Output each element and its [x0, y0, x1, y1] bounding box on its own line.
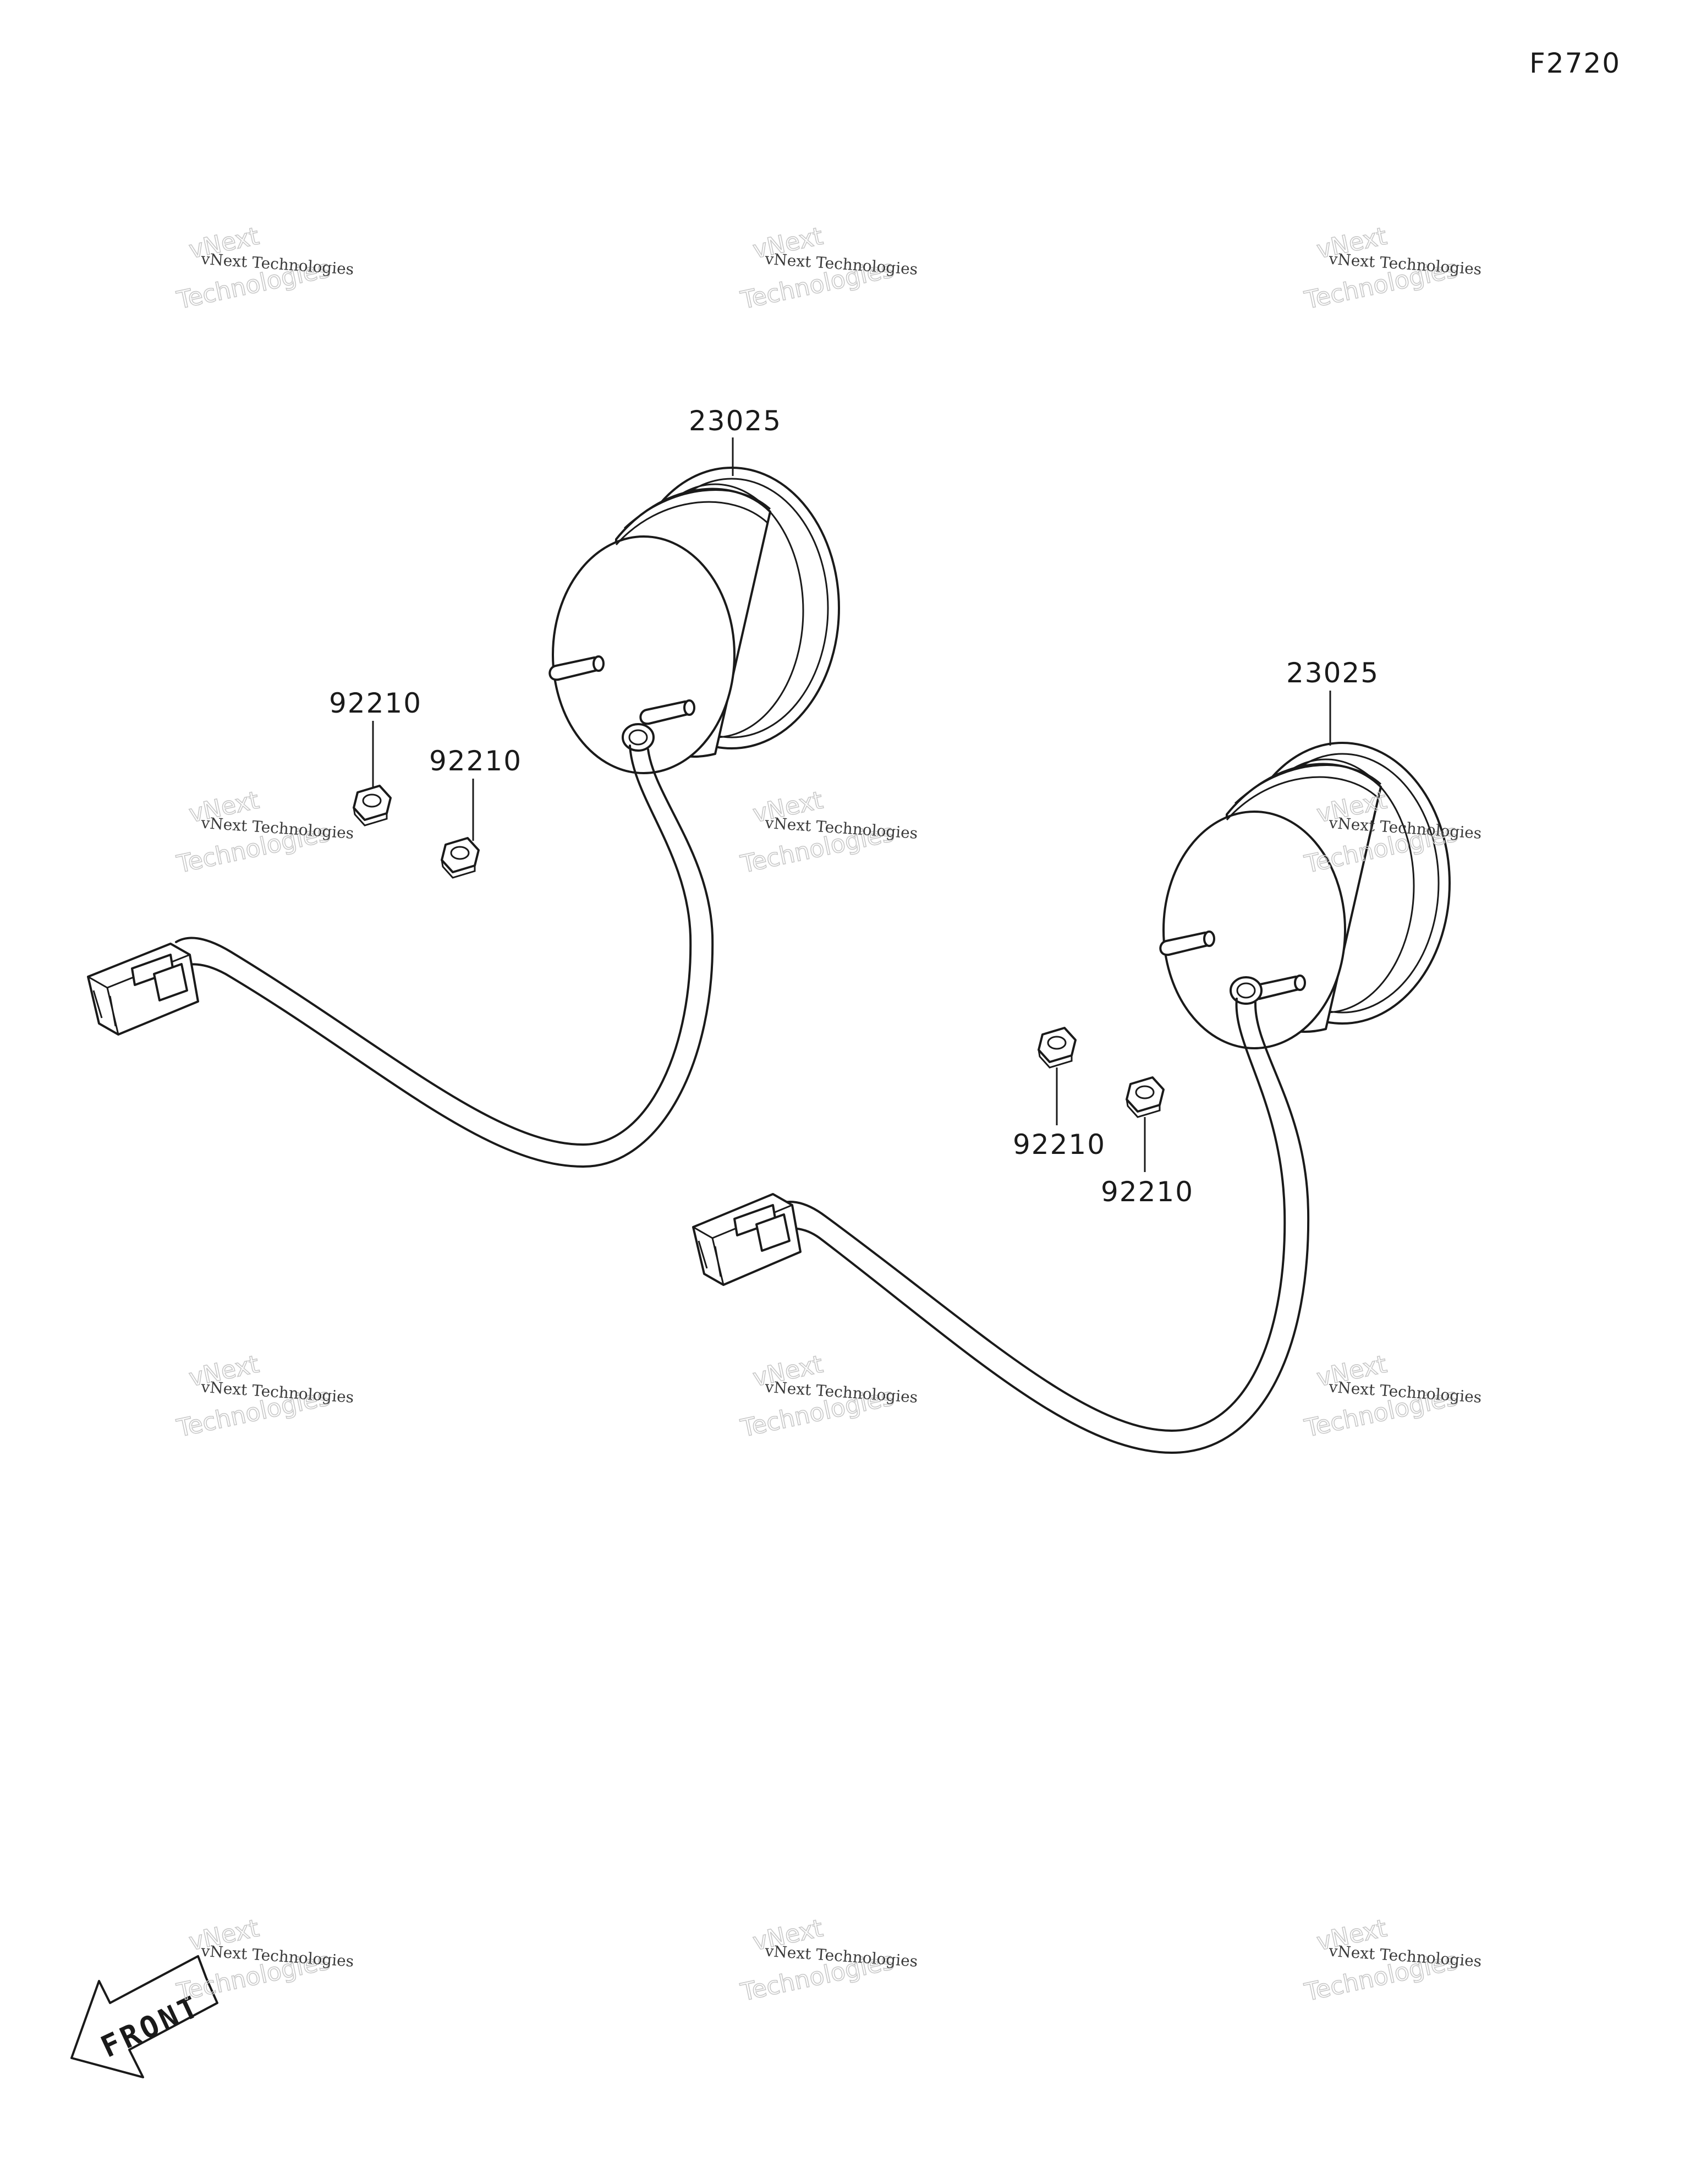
watermark: vNext Technologies vNext Technologies [174, 786, 355, 879]
watermark: vNext Technologies vNext Technologies [738, 222, 919, 315]
nut-left-b [441, 837, 480, 879]
watermark: vNext Technologies vNext Technologies [1302, 222, 1483, 315]
lamp-housing-left [552, 467, 840, 774]
nut-right-a [1038, 1027, 1077, 1069]
connector-left [87, 943, 199, 1036]
callout-lamp-right: 23025 [1286, 657, 1379, 689]
watermark: vNext Technologies vNext Technologies [1302, 1350, 1483, 1443]
watermark-grid: vNext Technologies vNext Technologies vN… [174, 222, 1483, 2007]
watermark: vNext Technologies vNext Technologies [738, 1350, 919, 1443]
nut-left-a [353, 785, 392, 826]
callout-nut-right-a: 92210 [1013, 1129, 1106, 1161]
watermark: vNext Technologies vNext Technologies [174, 1350, 355, 1443]
callout-nut-left-a: 92210 [329, 687, 422, 719]
lamp-pins-right [1159, 930, 1306, 1000]
watermark: vNext Technologies vNext Technologies [174, 1914, 355, 2007]
callout-nut-left-b: 92210 [429, 745, 522, 777]
watermark: vNext Technologies vNext Technologies [174, 222, 355, 315]
watermark: vNext Technologies vNext Technologies [738, 1914, 919, 2007]
grommet-right [1230, 976, 1263, 1005]
watermark: vNext Technologies vNext Technologies [738, 786, 919, 879]
lamp-pins-left [548, 655, 695, 725]
lamp-assembly-right [692, 742, 1451, 1454]
figure-code: F2720 [1529, 47, 1621, 79]
lamp-assembly-left [87, 467, 840, 1168]
connector-right [692, 1193, 802, 1286]
lamp-housing-right [1162, 742, 1451, 1049]
callout-lamp-left: 23025 [689, 405, 782, 437]
leader-lines [372, 437, 1331, 1172]
grommet-left [622, 723, 655, 752]
lamp-cable-left [175, 745, 714, 1168]
watermark: vNext Technologies vNext Technologies [1302, 1914, 1483, 2007]
lamp-cable-right [775, 998, 1310, 1454]
callout-nut-right-b: 92210 [1101, 1176, 1194, 1208]
nut-right-b [1126, 1076, 1165, 1118]
